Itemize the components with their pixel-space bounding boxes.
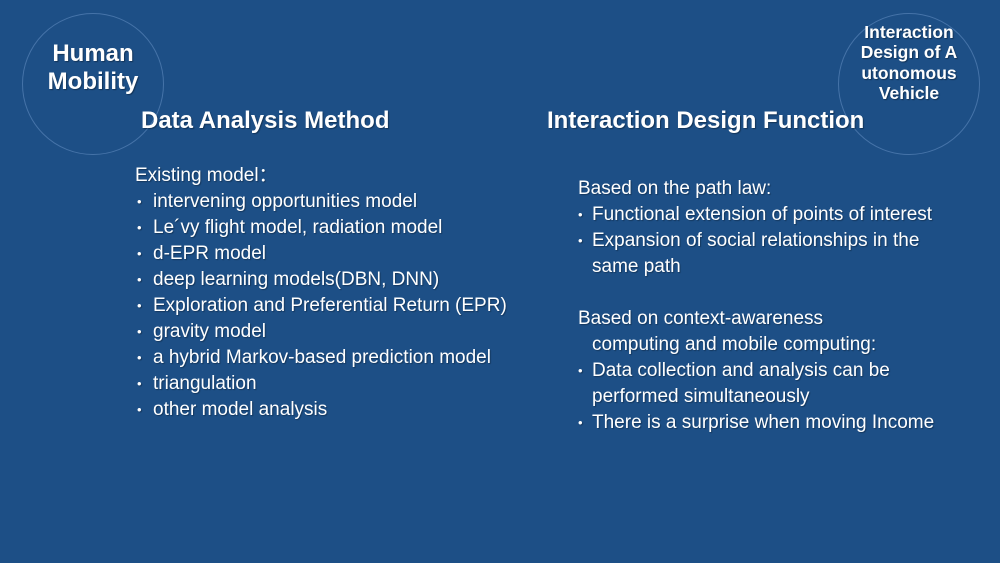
- list-item: Exploration and Preferential Return (EPR…: [135, 293, 555, 319]
- list-item: deep learning models(DBN, DNN): [135, 267, 555, 293]
- context-awareness-intro-line1: Based on context-awareness: [578, 308, 824, 329]
- list-item: There is a surprise when moving Income: [578, 410, 938, 436]
- left-section-title: Data Analysis Method: [141, 107, 390, 134]
- decorative-circle-right: [838, 13, 980, 155]
- list-item: a hybrid Markov-based prediction model: [135, 345, 555, 371]
- list-item: Le´vy flight model, radiation model: [135, 215, 555, 241]
- context-awareness-intro-line2: computing and mobile computing:: [592, 334, 877, 355]
- list-item: Data collection and analysis can be perf…: [578, 358, 938, 410]
- topic-badge-left: Human Mobility: [47, 40, 139, 95]
- topic-badge-right: Interaction Design of Autonomous Vehicle: [860, 22, 958, 104]
- left-section-content: Existing model： intervening opportunitie…: [135, 163, 555, 423]
- decorative-circle-left: [22, 13, 164, 155]
- list-item: d-EPR model: [135, 241, 555, 267]
- list-item: triangulation: [135, 371, 555, 397]
- list-item: Expansion of social relationships in the…: [578, 228, 938, 280]
- right-section-title: Interaction Design Function: [547, 107, 865, 134]
- list-item: intervening opportunities model: [135, 189, 555, 215]
- right-section-content: Based on the path law: Functional extens…: [578, 176, 938, 436]
- list-item: gravity model: [135, 319, 555, 345]
- left-section-intro: Existing model：: [135, 165, 278, 186]
- list-item: other model analysis: [135, 397, 555, 423]
- list-item: Functional extension of points of intere…: [578, 202, 938, 228]
- path-law-intro: Based on the path law:: [578, 178, 772, 199]
- model-list: intervening opportunities model Le´vy fl…: [135, 189, 555, 423]
- path-law-list: Functional extension of points of intere…: [578, 202, 938, 280]
- context-awareness-list: Data collection and analysis can be perf…: [578, 358, 938, 436]
